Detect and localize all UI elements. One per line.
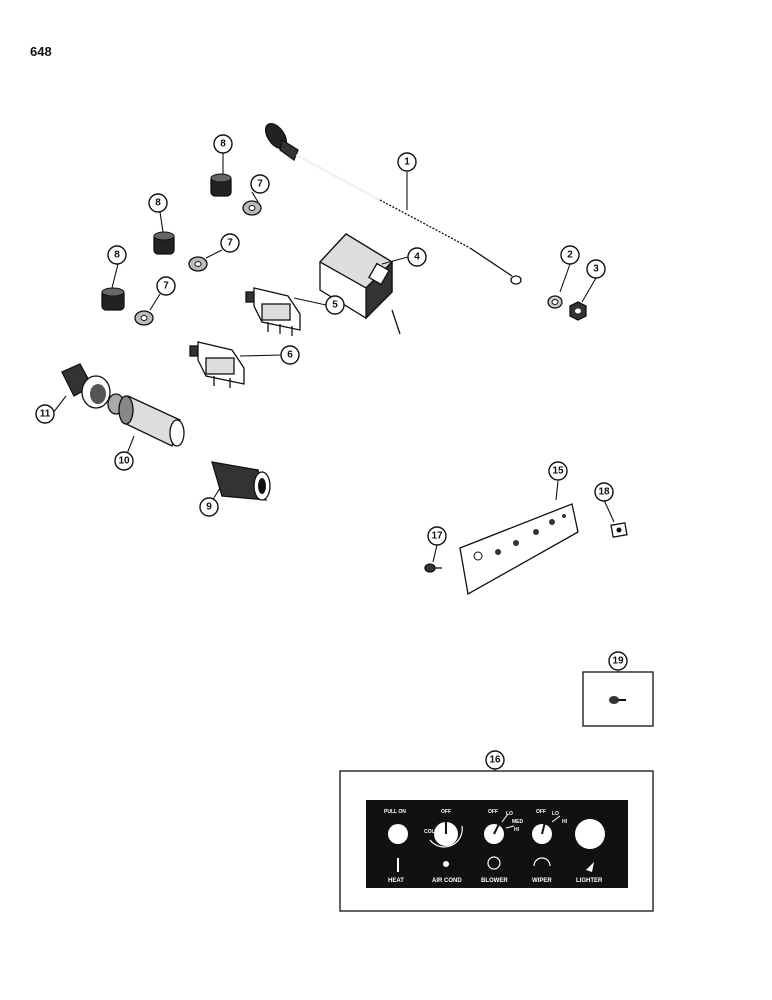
- page-number: 648: [30, 44, 52, 59]
- lighter-socket-part: [211, 461, 271, 501]
- lighter-flame-icon: [586, 862, 594, 872]
- knob-nut-part: [134, 310, 154, 326]
- svg-text:10: 10: [118, 456, 130, 467]
- blank-plate-part: [582, 671, 654, 727]
- svg-text:4: 4: [414, 252, 420, 263]
- blower-hi-label: HI: [514, 827, 520, 833]
- callout-3: 3: [586, 259, 606, 279]
- toggle-switch-part: [245, 287, 301, 336]
- svg-text:18: 18: [598, 487, 610, 498]
- callout-1: 1: [397, 152, 417, 172]
- callout-18: 18: [594, 482, 614, 502]
- wiper-lo-label: LO: [552, 811, 559, 817]
- svg-text:11: 11: [40, 409, 51, 420]
- svg-text:5: 5: [332, 300, 338, 311]
- svg-text:7: 7: [227, 238, 233, 249]
- lighter-element-part: [61, 363, 125, 415]
- knob-part: [153, 231, 175, 255]
- svg-text:15: 15: [552, 466, 564, 477]
- svg-text:3: 3: [593, 264, 599, 275]
- air-cond-label: AIR COND: [432, 878, 462, 884]
- blower-lo-label: LO: [506, 811, 513, 817]
- callout-10: 10: [114, 451, 134, 471]
- svg-text:8: 8: [155, 198, 161, 209]
- control-panel-decal: PULL ON OFF COLD OFF LO MED HI OFF LO HI…: [339, 770, 654, 912]
- lighter-housing-part: [118, 395, 185, 447]
- screw-part: [424, 563, 442, 573]
- svg-text:8: 8: [114, 250, 120, 261]
- callout-7a: 7: [250, 174, 270, 194]
- washer-part: [547, 295, 563, 309]
- nut-part: [569, 301, 587, 321]
- callout-2: 2: [560, 245, 580, 265]
- svg-text:7: 7: [257, 179, 263, 190]
- svg-text:16: 16: [489, 755, 501, 766]
- blower-fan-icon: [487, 856, 501, 870]
- wiper-hi-label: HI: [562, 819, 568, 825]
- blower-off-label: OFF: [488, 809, 498, 815]
- callout-15: 15: [548, 461, 568, 481]
- callout-7b: 7: [220, 233, 240, 253]
- svg-text:17: 17: [431, 531, 443, 542]
- wiper-arc-icon: [533, 857, 551, 867]
- callout-19: 19: [608, 651, 628, 671]
- knob-nut-part: [188, 256, 208, 272]
- wiper-off-label: OFF: [536, 809, 546, 815]
- svg-text:7: 7: [163, 281, 169, 292]
- callout-4: 4: [407, 247, 427, 267]
- knob-part: [210, 173, 232, 197]
- callout-8c: 8: [107, 245, 127, 265]
- svg-text:1: 1: [404, 157, 410, 168]
- lighter-hole-icon: [575, 819, 605, 849]
- air-cond-drop-icon: [443, 861, 449, 867]
- callout-17: 17: [427, 526, 447, 546]
- svg-text:8: 8: [220, 139, 226, 150]
- svg-text:9: 9: [206, 502, 212, 513]
- callout-8b: 8: [148, 193, 168, 213]
- callout-7c: 7: [156, 276, 176, 296]
- callout-11: 11: [35, 404, 55, 424]
- wiper-label: WIPER: [532, 878, 552, 884]
- callout-6: 6: [280, 345, 300, 365]
- control-cable-part: [264, 122, 522, 285]
- svg-text:6: 6: [287, 350, 293, 361]
- cold-label: COLD: [424, 829, 439, 835]
- callout-5: 5: [325, 295, 345, 315]
- svg-text:19: 19: [612, 656, 624, 667]
- knob-part: [101, 287, 125, 311]
- pull-on-label: PULL ON: [384, 809, 406, 815]
- svg-text:2: 2: [567, 250, 573, 261]
- knob-nut-part: [242, 200, 262, 216]
- heat-label: HEAT: [388, 878, 404, 884]
- plate-nut-part: [610, 522, 628, 538]
- mounting-plate-part: [459, 503, 579, 596]
- air-cond-off-label: OFF: [441, 809, 451, 815]
- blower-label: BLOWER: [481, 878, 508, 884]
- wiper-switch-part: [189, 341, 245, 388]
- blower-switch-part: [318, 233, 401, 335]
- lighter-label: LIGHTER: [576, 878, 603, 884]
- callout-9: 9: [199, 497, 219, 517]
- callout-8a: 8: [213, 134, 233, 154]
- callout-16: 16: [485, 750, 505, 770]
- heat-knob-icon: [388, 824, 408, 844]
- blower-med-label: MED: [512, 819, 524, 825]
